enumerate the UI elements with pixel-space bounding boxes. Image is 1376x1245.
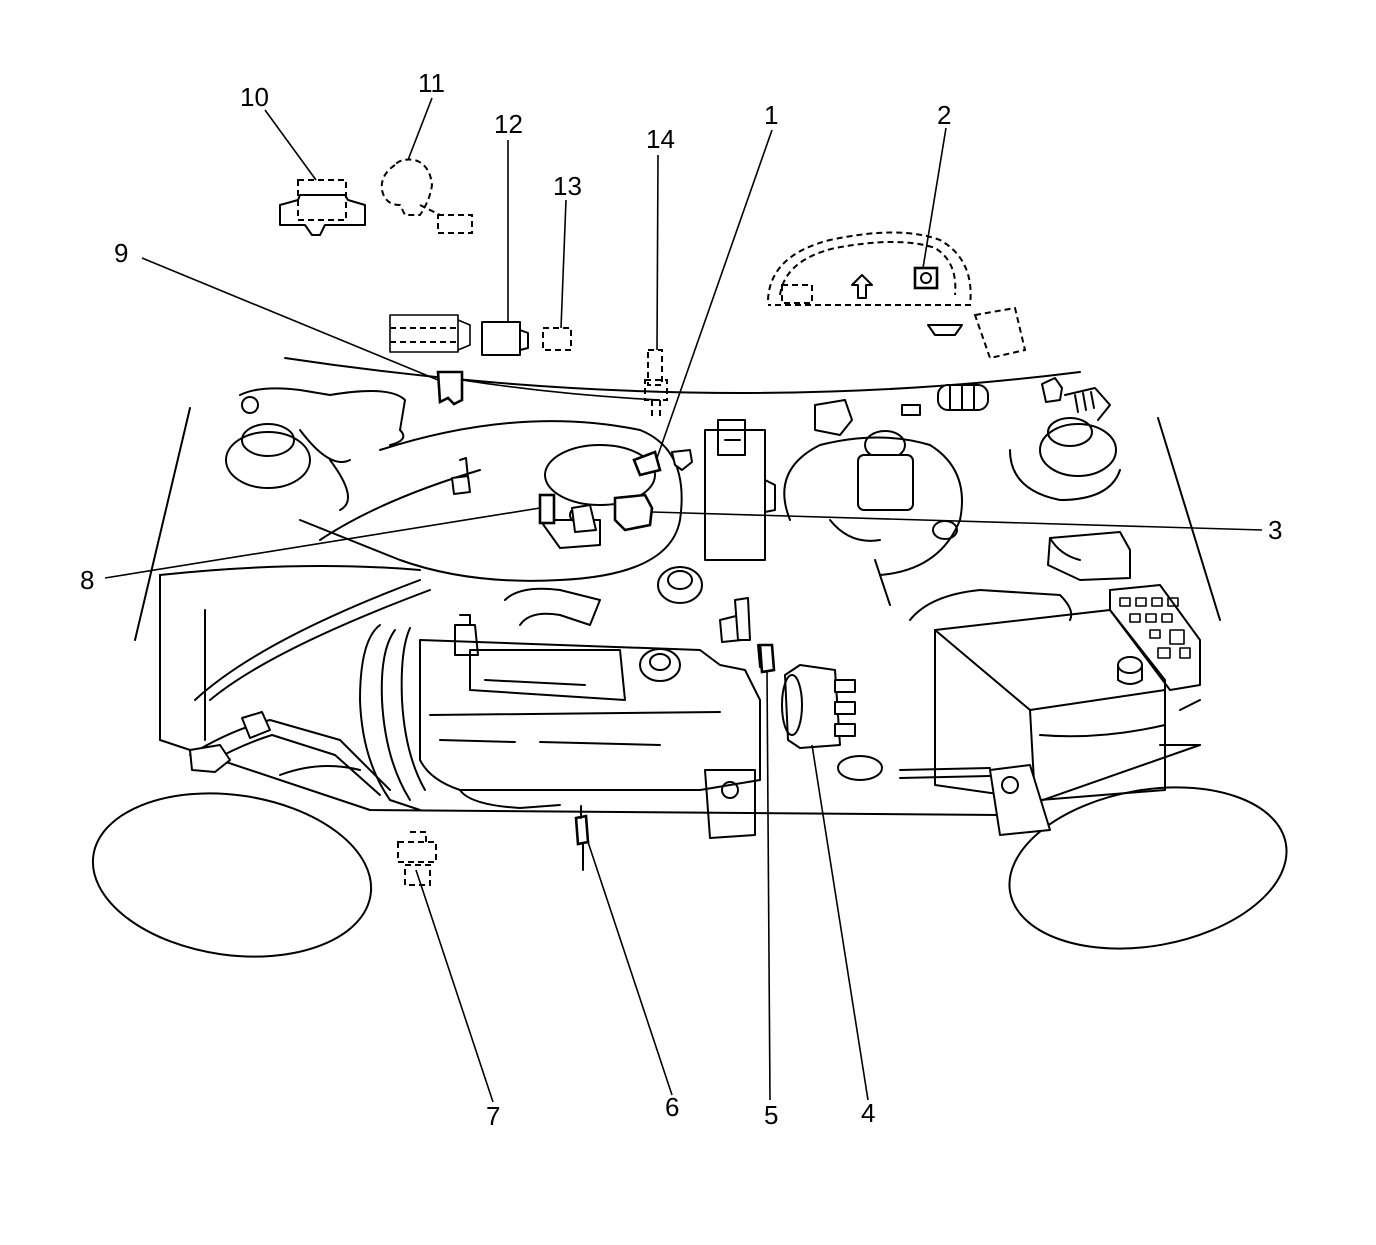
callout-12: 12 [494, 109, 523, 139]
callout-5: 5 [764, 1100, 778, 1130]
callout-14: 14 [646, 124, 675, 154]
callout-1: 1 [764, 100, 778, 130]
callout-8: 8 [80, 565, 94, 595]
callout-7: 7 [486, 1101, 500, 1131]
callout-9: 9 [114, 238, 128, 268]
callout-2: 2 [937, 100, 951, 130]
instrument-panel-dashed [767, 231, 1027, 360]
callout-4: 4 [861, 1098, 875, 1128]
top-right-components [901, 377, 1063, 416]
brake-booster [783, 399, 963, 606]
timing-belt-cover [359, 624, 426, 811]
sensor-7-dashed [397, 831, 437, 886]
front-left-wheel [91, 792, 373, 958]
sensor-14-dashed [644, 349, 668, 420]
callout-11: 11 [418, 68, 445, 98]
right-side-components [837, 531, 1201, 836]
callout-labels: 1 2 3 4 5 6 7 8 9 10 11 12 13 14 [80, 68, 1282, 1131]
callout-10: 10 [240, 82, 269, 112]
right-strut-tower [1009, 387, 1121, 501]
leader-lines [104, 97, 1263, 1103]
callout-6: 6 [665, 1092, 679, 1122]
highlighted-components [436, 266, 939, 871]
callout-3: 3 [1268, 515, 1282, 545]
throttle-body-block [704, 419, 776, 561]
front-right-wheel [1008, 786, 1288, 950]
remote-components-dashed [279, 158, 572, 356]
distributor [781, 664, 856, 749]
vehicle-body-outline [134, 357, 1221, 816]
engine-valve-cover [419, 614, 761, 839]
callout-13: 13 [553, 171, 582, 201]
wire-harness [189, 579, 431, 796]
left-strut-tower [225, 387, 406, 511]
relay-box [1109, 584, 1201, 691]
